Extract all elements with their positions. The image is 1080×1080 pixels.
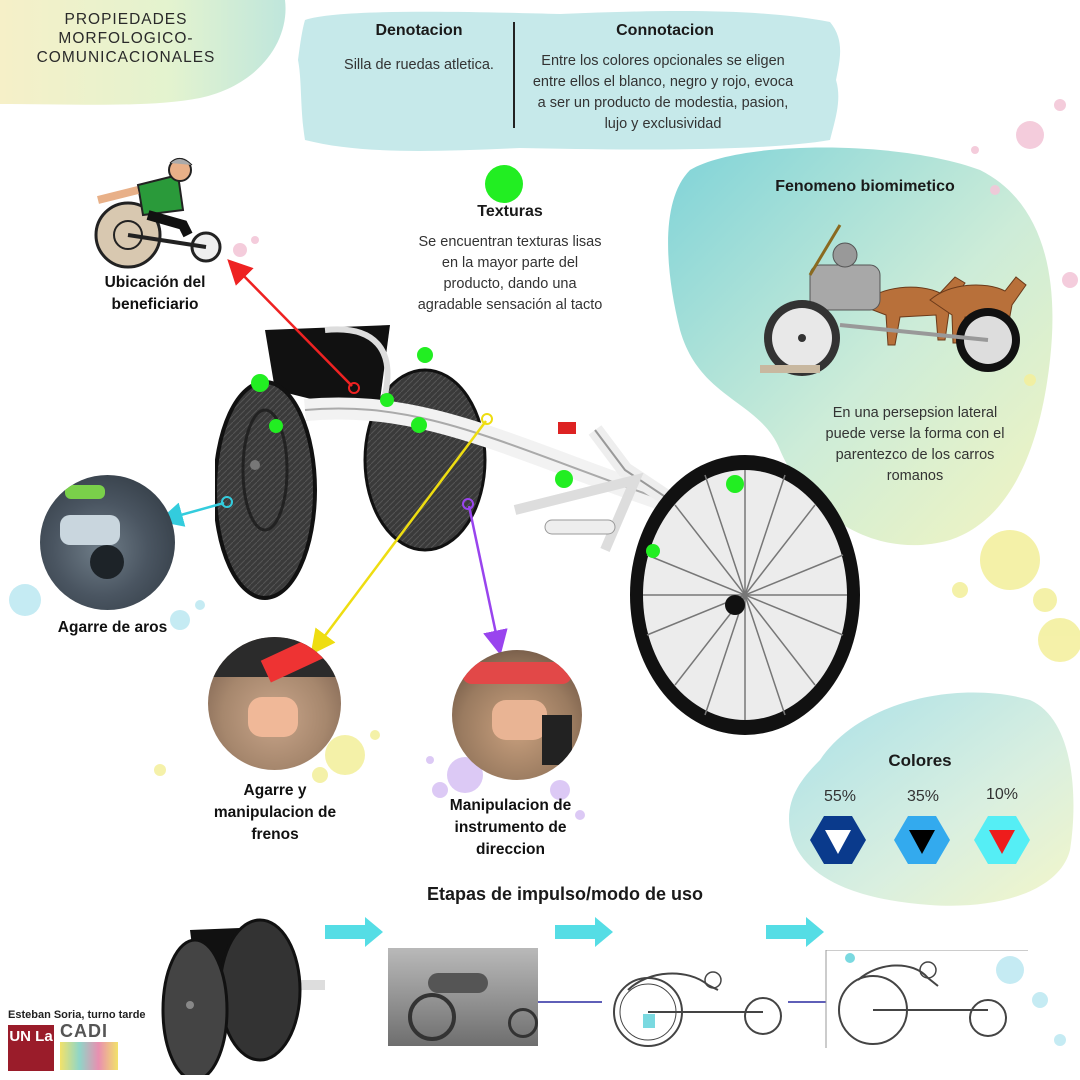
stage-3-sketch bbox=[538, 971, 782, 1047]
connotacion-text: Entre los colores opcionales se eligen e… bbox=[532, 53, 794, 132]
color-swatch-blue bbox=[810, 816, 866, 864]
stage-2-photo bbox=[388, 948, 538, 1046]
cadi-logo-text: CADI bbox=[60, 1021, 108, 1041]
direccion-label: Manipulacion de instrumento de direccion bbox=[449, 797, 572, 858]
frenos-label: Agarre y manipulacion de frenos bbox=[213, 782, 337, 843]
stage-4-sketch bbox=[788, 950, 1028, 1048]
color-pct-1: 55% bbox=[823, 788, 857, 805]
racer-cartoon-image bbox=[94, 158, 222, 269]
etapas-heading: Etapas de impulso/modo de uso bbox=[426, 884, 704, 904]
title-line-1: PROPIEDADES bbox=[64, 11, 188, 28]
texturas-dot bbox=[485, 165, 523, 203]
texturas-text: Se encuentran texturas lisas en la mayor… bbox=[417, 234, 603, 313]
wheelchair-illustration bbox=[215, 325, 860, 735]
colores-heading: Colores bbox=[888, 751, 952, 770]
author-credit: Esteban Soria, turno tarde bbox=[8, 1009, 146, 1021]
stage-arrow-2 bbox=[555, 917, 613, 947]
color-swatches bbox=[810, 816, 1030, 864]
fenomeno-heading: Fenomeno biomimetico bbox=[775, 178, 955, 195]
stage-arrow-3 bbox=[766, 917, 824, 947]
stage-1-chair-image bbox=[161, 918, 325, 1075]
texturas-heading: Texturas bbox=[477, 203, 543, 220]
color-swatch-red bbox=[974, 816, 1030, 864]
color-pct-2: 35% bbox=[906, 788, 940, 805]
aros-photo bbox=[40, 475, 175, 610]
color-swatch-black bbox=[894, 816, 950, 864]
direccion-photo bbox=[452, 650, 582, 780]
denotacion-heading: Denotacion bbox=[375, 22, 463, 39]
unla-logo-text: UN La bbox=[9, 1028, 53, 1045]
page-title: PROPIEDADES MORFOLOGICO- COMUNICACIONALE… bbox=[6, 10, 246, 67]
connotacion-heading: Connotacion bbox=[616, 22, 714, 39]
cadi-logo: CADI bbox=[60, 1021, 118, 1073]
denotacion-divider bbox=[513, 22, 515, 128]
frenos-photo bbox=[208, 637, 341, 770]
ubicacion-label: Ubicación del beneficiario bbox=[104, 274, 206, 313]
color-pct-3: 10% bbox=[985, 786, 1019, 803]
denotacion-text: Silla de ruedas atletica. bbox=[344, 57, 494, 73]
aros-label: Agarre de aros bbox=[57, 619, 168, 636]
title-line-3: COMUNICACIONALES bbox=[36, 49, 216, 66]
unla-logo: UN La bbox=[8, 1025, 54, 1071]
title-line-2: MORFOLOGICO- bbox=[58, 30, 194, 47]
roman-chariot-image bbox=[760, 224, 1027, 376]
stage-arrow-1 bbox=[325, 917, 383, 947]
fenomeno-text: En una persepsion lateral puede verse la… bbox=[825, 405, 1005, 484]
